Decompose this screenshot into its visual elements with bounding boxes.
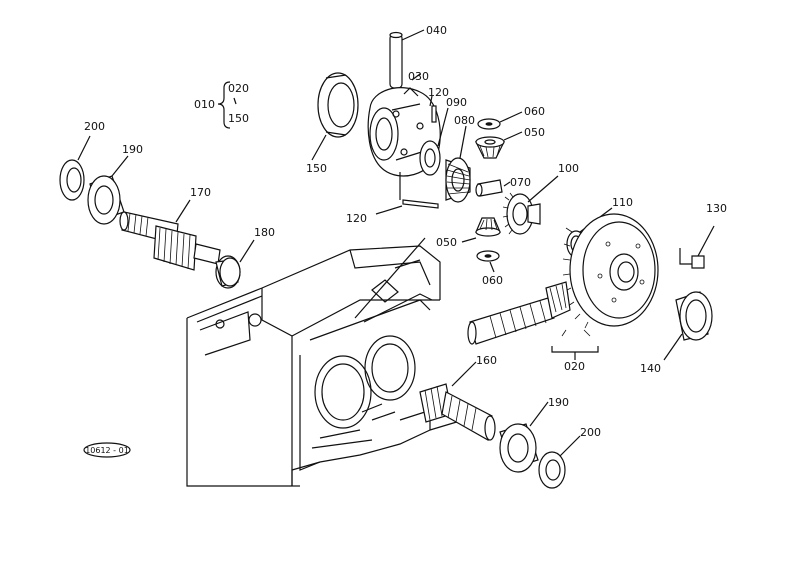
- part-020-ring-gear: [562, 213, 659, 329]
- label-020-bottom: 020: [564, 360, 585, 373]
- part-070-pinion-shaft: [475, 179, 511, 197]
- label-180: 180: [254, 226, 275, 239]
- label-190-left: 190: [122, 143, 143, 156]
- label-170: 170: [190, 186, 211, 199]
- label-110: 110: [612, 196, 633, 209]
- label-200-right: 200: [580, 426, 601, 439]
- part-010-assembly-bracket: [217, 81, 237, 129]
- part-020-pinion-shaft: [467, 281, 599, 360]
- label-050-top: 050: [524, 126, 545, 139]
- part-170-shaft: [119, 199, 221, 271]
- part-080-side-gear: [445, 125, 471, 203]
- part-050-pinion-top: [475, 131, 523, 159]
- label-060-mid: 060: [482, 274, 503, 287]
- figure-code: 10612 - 01: [85, 446, 129, 455]
- part-190-bearing-left: [87, 155, 129, 225]
- label-190-right: 190: [548, 396, 569, 409]
- label-020-top: 020: [228, 82, 249, 95]
- part-200-seal-left: [59, 135, 91, 201]
- part-number-labels: 040 030 020 010 150 120 090 080 060 050 …: [84, 24, 727, 439]
- part-130-bolt: [679, 225, 715, 269]
- label-200-left: 200: [84, 120, 105, 133]
- label-040: 040: [426, 24, 447, 37]
- label-030: 030: [408, 70, 429, 83]
- label-120-top: 120: [428, 86, 449, 99]
- part-190-bearing-right: [499, 401, 549, 473]
- label-150-left: 150: [306, 162, 327, 175]
- part-180-bearing: [215, 239, 255, 289]
- gearbox-housing: [186, 237, 471, 487]
- label-090: 090: [446, 96, 467, 109]
- part-150-seal-top: [311, 72, 359, 161]
- part-050-pinion-mid: [461, 217, 501, 243]
- figure-code-badge: 10612 - 01: [83, 442, 131, 458]
- label-100: 100: [558, 162, 579, 175]
- part-060-washer-mid: [476, 250, 500, 273]
- part-090-washer: [419, 107, 449, 176]
- label-070: 070: [510, 176, 531, 189]
- label-140: 140: [640, 362, 661, 375]
- label-130: 130: [706, 202, 727, 215]
- label-010: 010: [194, 98, 215, 111]
- part-060-washer-top: [477, 111, 523, 130]
- part-160-shaft: [419, 361, 496, 441]
- label-080: 080: [454, 114, 475, 127]
- part-120-pins: [375, 95, 439, 215]
- label-060-top: 060: [524, 105, 545, 118]
- part-200-seal-right: [538, 435, 581, 489]
- part-100-side-gear: [502, 175, 559, 235]
- part-140-bearing: [663, 291, 713, 361]
- label-050-mid: 050: [436, 236, 457, 249]
- part-040-pin: [389, 29, 425, 89]
- label-150-top: 150: [228, 112, 249, 125]
- label-120-left: 120: [346, 212, 367, 225]
- label-160: 160: [476, 354, 497, 367]
